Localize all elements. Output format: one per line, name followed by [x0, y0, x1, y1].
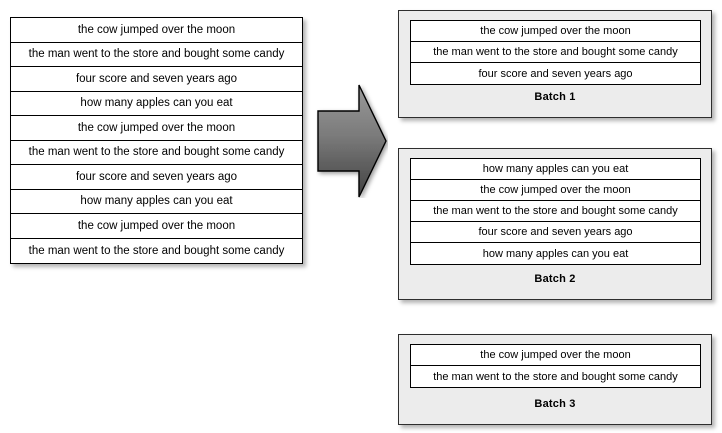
sentence-row: how many apples can you eat — [11, 189, 302, 214]
sentence-row: the cow jumped over the moon — [11, 116, 302, 141]
sentence-row: the cow jumped over the moon — [411, 21, 700, 42]
sentence-row: the cow jumped over the moon — [11, 18, 302, 43]
sentence-row: the man went to the store and bought som… — [411, 201, 700, 222]
arrow-path — [317, 84, 387, 198]
sentence-row: the man went to the store and bought som… — [11, 238, 302, 263]
sentence-row: four score and seven years ago — [411, 63, 700, 84]
sentence-row: four score and seven years ago — [11, 67, 302, 92]
flow-arrow — [316, 84, 388, 198]
sentence-row: the cow jumped over the moon — [411, 345, 700, 366]
sentence-row: four score and seven years ago — [411, 222, 700, 243]
sentence-row: the man went to the store and bought som… — [411, 366, 700, 387]
sentence-row: the man went to the store and bought som… — [11, 140, 302, 165]
sentence-row: the man went to the store and bought som… — [11, 42, 302, 67]
sentence-row: the man went to the store and bought som… — [411, 42, 700, 63]
batch-1-label: Batch 1 — [534, 91, 576, 103]
sentence-row: four score and seven years ago — [11, 165, 302, 190]
sentence-row: the cow jumped over the moon — [411, 180, 700, 201]
sentence-row: how many apples can you eat — [411, 243, 700, 264]
batch-3-label: Batch 3 — [534, 398, 576, 410]
sentence-row: how many apples can you eat — [411, 159, 700, 180]
batch-2-label: Batch 2 — [534, 273, 576, 285]
sentence-row: the cow jumped over the moon — [11, 214, 302, 239]
sentence-row: how many apples can you eat — [11, 91, 302, 116]
